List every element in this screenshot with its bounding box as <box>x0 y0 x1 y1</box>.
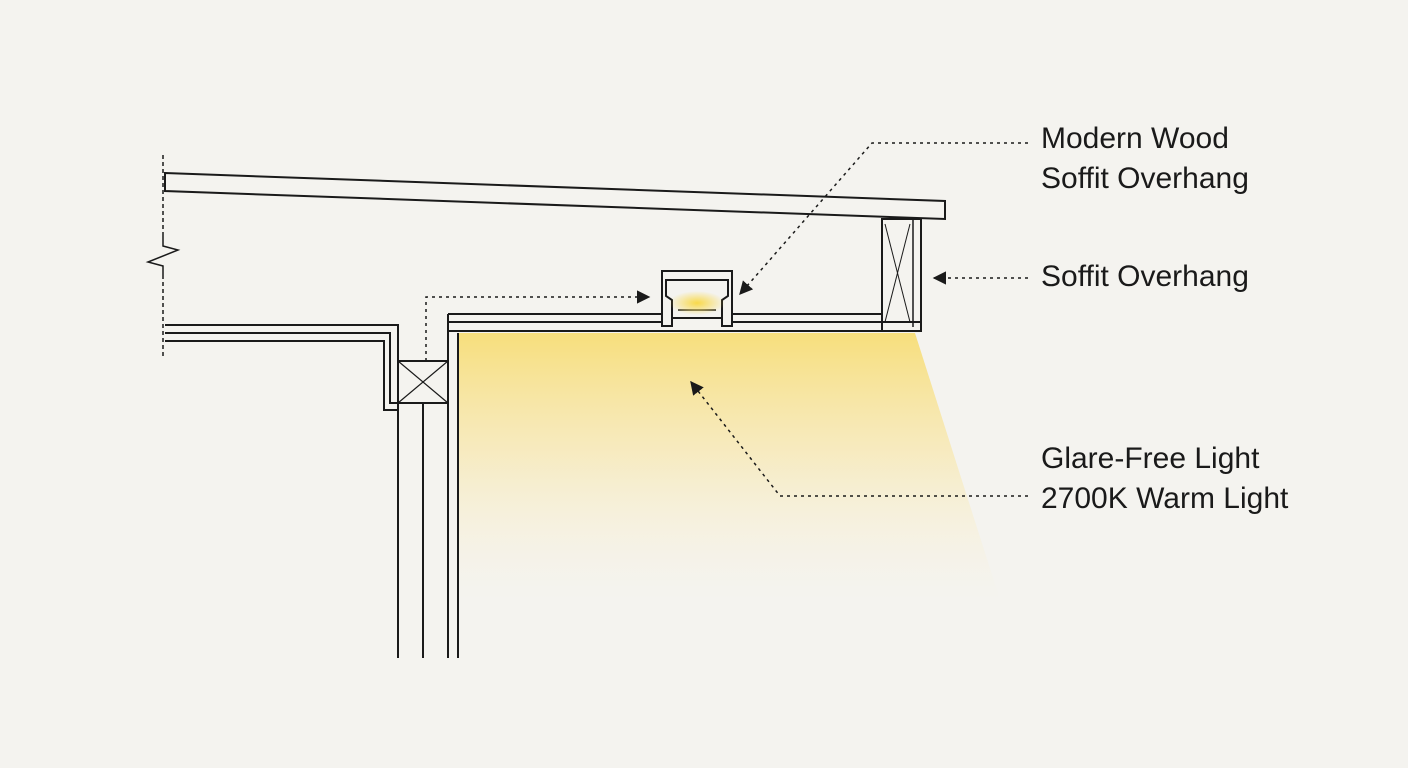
exterior-wall-lines <box>165 340 398 411</box>
leader-wood-soffit <box>739 142 1028 296</box>
leader-channel <box>425 290 651 361</box>
led-glow <box>669 291 725 315</box>
label-light-line1: Glare-Free Light <box>1041 442 1260 475</box>
label-wood-soffit: Modern Wood Soffit Overhang <box>1041 119 1249 199</box>
label-soffit-overhang: Soffit Overhang <box>1041 260 1249 293</box>
label-light-line2: 2700K Warm Light <box>1041 482 1289 515</box>
label-wood-soffit-line2: Soffit Overhang <box>1041 162 1249 195</box>
exterior-wall-outer <box>165 324 399 658</box>
label-light: Glare-Free Light 2700K Warm Light <box>1041 439 1288 519</box>
label-wood-soffit-line1: Modern Wood <box>1041 122 1229 155</box>
roof-slab <box>164 171 946 221</box>
leader-light <box>690 380 1028 497</box>
warm-light-beam <box>458 333 1000 600</box>
blocking-member <box>397 360 449 404</box>
exterior-wall-inner <box>165 332 398 404</box>
break-line-zigzag <box>145 232 181 275</box>
